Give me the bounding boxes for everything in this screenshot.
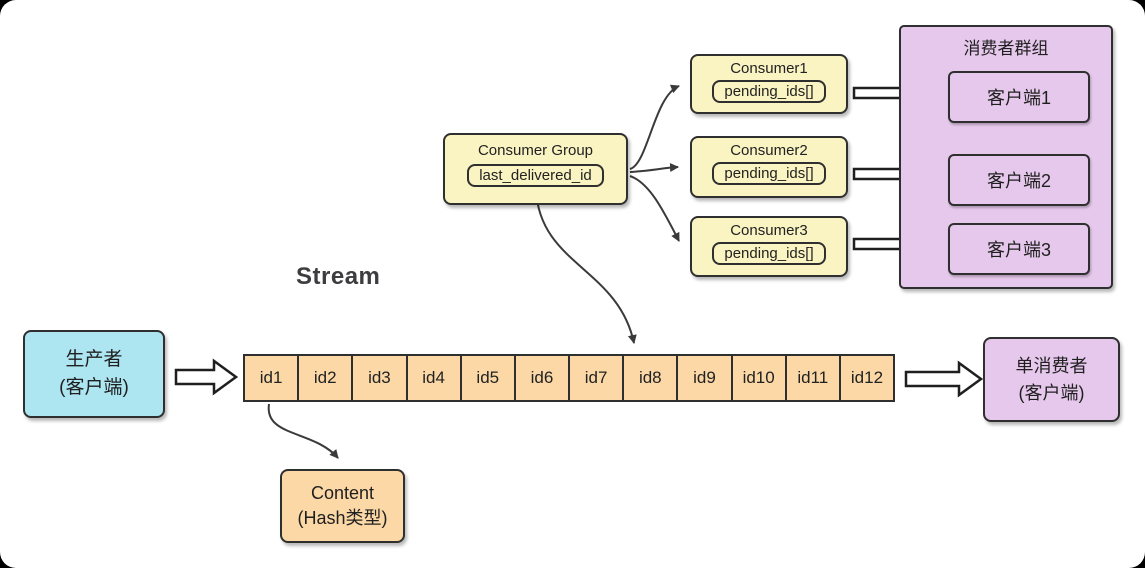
- stream-cell: id11: [784, 354, 841, 402]
- content-box: Content (Hash类型): [280, 469, 405, 543]
- client1-label: 客户端1: [986, 88, 1051, 108]
- stream-cell: id5: [459, 354, 516, 402]
- stream-cell: id1: [243, 354, 300, 402]
- last-delivered-id-field: last_delivered_id: [467, 164, 604, 187]
- single-consumer-label-line2: (客户端): [1018, 382, 1085, 403]
- stream-cell: id6: [513, 354, 571, 402]
- arrow-producer-to-stream: [174, 358, 239, 396]
- stream-cell: id9: [676, 354, 733, 402]
- arrow-group-to-consumer2: [629, 163, 679, 173]
- producer-label-line1: 生产者: [65, 349, 123, 371]
- stream-cell: id8: [622, 354, 679, 402]
- producer-label-line2: (客户端): [59, 377, 129, 398]
- consumer1-title: Consumer1: [730, 60, 808, 77]
- stream-cell: id4: [405, 354, 462, 402]
- client2-label: 客户端2: [986, 171, 1051, 191]
- consumer-group-panel: 消费者群组 客户端1 客户端2 客户端3: [899, 25, 1113, 289]
- stream-cell: id10: [730, 354, 787, 402]
- consumer2-box: Consumer2 pending_ids[]: [690, 136, 848, 198]
- client1-box: 客户端1: [948, 71, 1090, 123]
- content-label-line2: (Hash类型): [297, 508, 388, 528]
- arrow-group-to-consumer3: [629, 175, 680, 242]
- stream-cell: id12: [838, 354, 896, 402]
- arrow-group-to-consumer1: [629, 84, 680, 170]
- arrow-stream-to-single-consumer: [904, 360, 984, 398]
- arrow-id1-to-content: [267, 403, 339, 459]
- consumer3-title: Consumer3: [730, 222, 808, 239]
- arrow-lastdelivered-to-id8: [535, 189, 637, 344]
- content-label-line1: Content: [310, 482, 375, 503]
- consumer3-box: Consumer3 pending_ids[]: [690, 216, 848, 277]
- producer-box: 生产者 (客户端): [23, 330, 165, 418]
- stream-label: Stream: [296, 263, 381, 290]
- client3-box: 客户端3: [948, 223, 1090, 275]
- consumer3-pending-ids-field: pending_ids[]: [712, 242, 826, 265]
- stream-cell: id3: [351, 354, 408, 402]
- consumer2-pending-ids-field: pending_ids[]: [712, 162, 826, 185]
- consumer-group-box: Consumer Group last_delivered_id: [443, 133, 628, 205]
- consumer-group-title: Consumer Group: [477, 142, 594, 159]
- single-consumer-label-line1: 单消费者: [1015, 356, 1088, 377]
- consumer1-pending-ids-field: pending_ids[]: [712, 80, 826, 103]
- single-consumer-box: 单消费者 (客户端): [983, 337, 1120, 422]
- client2-box: 客户端2: [948, 154, 1090, 206]
- client3-label: 客户端3: [986, 240, 1051, 260]
- consumer2-title: Consumer2: [730, 142, 808, 159]
- consumer1-box: Consumer1 pending_ids[]: [690, 54, 848, 114]
- consumer-group-panel-title: 消费者群组: [963, 39, 1049, 58]
- stream-cell: id2: [297, 354, 354, 402]
- stream-cell: id7: [568, 354, 625, 402]
